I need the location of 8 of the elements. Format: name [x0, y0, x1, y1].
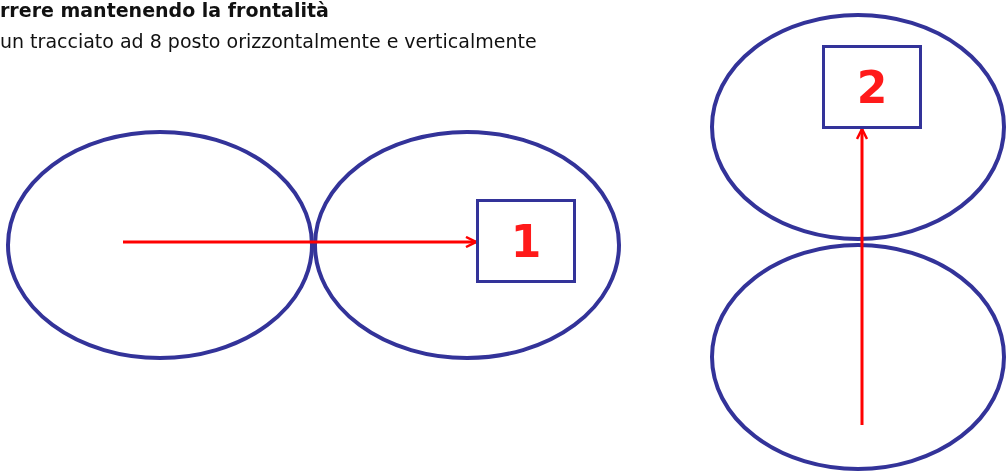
arrow [855, 127, 869, 425]
box-number: 2 [856, 61, 888, 113]
numbered-box [822, 45, 922, 129]
numbered-box [476, 199, 576, 283]
arrow [123, 235, 478, 249]
heading: rrere mantenendo la frontalità [0, 0, 329, 21]
box-number: 1 [510, 215, 542, 267]
subtitle: un tracciato ad 8 posto orizzontalmente e verticalmente [0, 30, 537, 52]
